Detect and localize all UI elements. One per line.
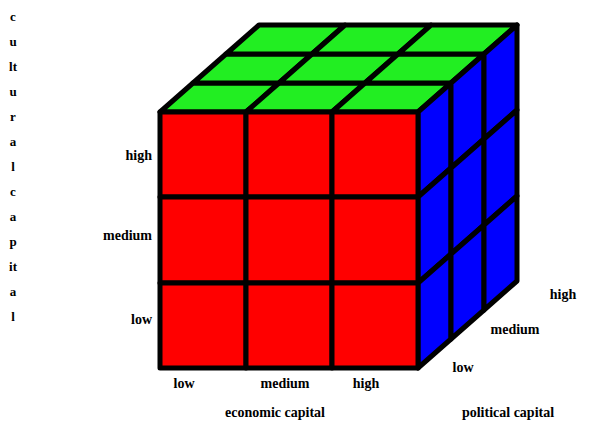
axis-tick: medium — [103, 228, 152, 244]
axis-tick: high — [353, 376, 379, 392]
axis-tick: high — [550, 287, 576, 303]
cube-cell — [332, 197, 418, 283]
axis-tick: medium — [261, 376, 310, 392]
cube-cell — [246, 197, 332, 283]
cube-right-face — [418, 25, 517, 368]
cube-cell — [484, 196, 517, 310]
axis-title: cultural capital — [8, 4, 18, 329]
cube-cell — [160, 197, 246, 283]
axis-tick: medium — [491, 322, 540, 338]
cube-cell — [332, 283, 418, 368]
cube-front-face — [160, 112, 418, 368]
cube-cell — [160, 112, 246, 197]
axis-tick: low — [174, 376, 195, 392]
cube-cell — [451, 225, 484, 339]
axis-title: economic capital — [225, 405, 325, 421]
cube-cell — [246, 283, 332, 368]
cube-cell — [246, 112, 332, 197]
cube-cell — [418, 254, 451, 368]
axis-tick: high — [126, 148, 152, 164]
axis-tick: low — [453, 360, 474, 376]
axis-tick: low — [131, 312, 152, 328]
axis-title: political capital — [462, 405, 554, 421]
cube-cell — [332, 112, 418, 197]
cube-cell — [160, 283, 246, 368]
